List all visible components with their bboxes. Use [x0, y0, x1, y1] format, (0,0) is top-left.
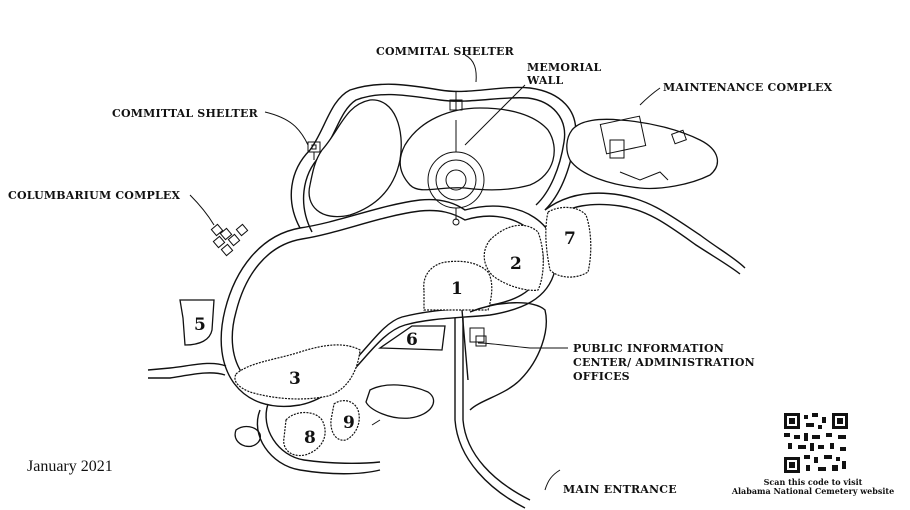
maintenance-area: [544, 115, 746, 275]
north-roads: [290, 83, 577, 233]
maintenance-complex-label: MAINTENANCE COMPLEX: [663, 81, 833, 94]
entrance-roads: [147, 302, 568, 509]
section-6-label: 6: [406, 330, 418, 350]
facility-icons: [210, 141, 381, 426]
qr-caption-line1: Scan this code to visit: [763, 477, 863, 487]
label-leaders: [189, 54, 661, 226]
public-info-label-line3: OFFICES: [573, 370, 630, 383]
public-info-label-line1: PUBLIC INFORMATION: [573, 342, 724, 355]
section-1-label: 1: [451, 279, 463, 299]
committal-shelter-west-label: COMMITTAL SHELTER: [112, 107, 259, 120]
section-8-label: 8: [304, 428, 316, 448]
section-9-label: 9: [343, 413, 355, 433]
memorial-wall-label-line1: MEMORIAL: [527, 61, 602, 74]
qr-code[interactable]: [784, 413, 848, 473]
qr-caption: Scan this code to visit Alabama National…: [718, 478, 908, 496]
section-areas: [179, 206, 592, 457]
committal-shelter-north-label: COMMITAL SHELTER: [376, 45, 515, 58]
qr-caption-line2: Alabama National Cemetery website: [731, 486, 895, 496]
memorial-wall-label-line2: WALL: [526, 74, 564, 87]
section-5-label: 5: [194, 315, 206, 335]
section-2-label: 2: [510, 254, 522, 274]
main-entrance-label: MAIN ENTRANCE: [563, 483, 677, 496]
columbarium-complex-label: COLUMBARIUM COMPLEX: [8, 189, 180, 202]
map-date: January 2021: [27, 458, 113, 475]
section-7-label: 7: [564, 229, 576, 249]
section-3-label: 3: [289, 369, 301, 389]
public-info-label-line2: CENTER/ ADMINISTRATION: [573, 356, 755, 369]
